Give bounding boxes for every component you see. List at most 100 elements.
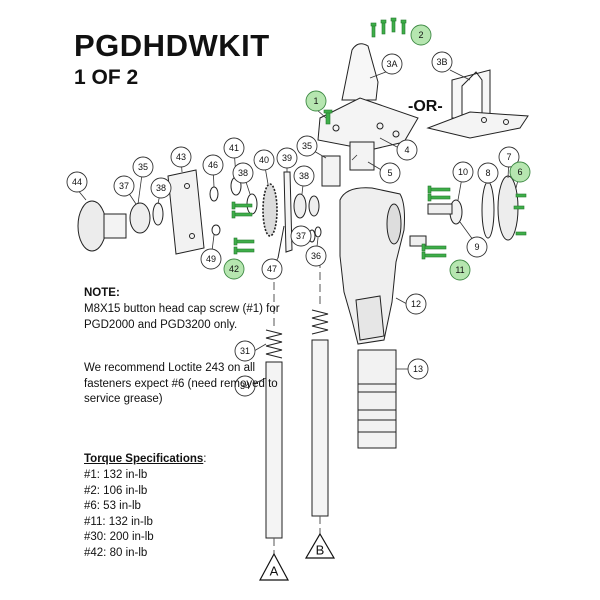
callout-label-9: 9 xyxy=(474,242,479,252)
callout-13 xyxy=(407,358,429,380)
collar-5 xyxy=(349,141,375,171)
torque-heading-colon: : xyxy=(203,453,207,465)
callout-38-left xyxy=(150,177,172,199)
callout-label-5: 5 xyxy=(387,168,392,178)
callout-3b xyxy=(431,51,453,73)
callout-1 xyxy=(305,90,327,112)
knob-44 xyxy=(77,200,107,252)
note-text-1: M8X15 button head cap screw (#1) for PGD… xyxy=(84,303,280,331)
callout-2 xyxy=(410,24,432,46)
callout-label-10: 10 xyxy=(458,167,468,177)
page-title: PGDHDWKIT xyxy=(74,28,270,63)
callout-label-2: 2 xyxy=(418,30,423,40)
callout-label-13: 13 xyxy=(413,364,423,374)
callout-35-left xyxy=(132,156,154,178)
callout-49 xyxy=(200,248,222,270)
spring-b xyxy=(311,309,329,335)
section-marker-b: B xyxy=(316,543,325,558)
callout-4 xyxy=(396,139,418,161)
callout-label-8: 8 xyxy=(485,168,490,178)
torque-heading-text: Torque Specifications xyxy=(84,453,204,465)
callout-label-47: 47 xyxy=(267,264,277,274)
torque-item: #2: 106 in-lb xyxy=(84,484,148,497)
callout-label-7: 7 xyxy=(506,152,511,162)
callout-label-36: 36 xyxy=(311,251,321,261)
hub-37-left xyxy=(129,202,151,234)
callout-label-40: 40 xyxy=(259,155,269,165)
callout-label-11: 11 xyxy=(455,265,464,275)
callout-label-4: 4 xyxy=(404,145,409,155)
callout-label-3a: 3A xyxy=(386,59,397,69)
washer-38-left xyxy=(152,202,164,226)
section-marker-a-shape xyxy=(258,552,290,581)
callout-47 xyxy=(261,258,283,280)
tube-b xyxy=(311,339,329,517)
bracket-3a xyxy=(341,43,379,101)
callout-label-34: 34 xyxy=(240,381,250,391)
callout-circles xyxy=(66,51,520,397)
callout-37-left xyxy=(113,175,135,197)
callout-39 xyxy=(276,147,298,169)
callout-38-right xyxy=(293,165,315,187)
spring-31 xyxy=(265,329,283,359)
callout-label-49: 49 xyxy=(206,254,216,264)
lever-39 xyxy=(283,171,293,253)
callout-label-37-left: 37 xyxy=(119,181,129,191)
callout-label-38-right: 38 xyxy=(299,171,309,181)
pin-9 xyxy=(427,203,453,215)
callout-7 xyxy=(498,146,520,168)
torque-item: #6: 53 in-lb xyxy=(84,500,141,512)
callout-label-46: 46 xyxy=(208,160,218,170)
callout-label-1: 1 xyxy=(313,96,318,106)
cylinder-13 xyxy=(357,349,397,449)
callout-3a xyxy=(381,53,403,75)
callout-34 xyxy=(234,375,256,397)
plate-43 xyxy=(167,169,205,255)
bearing-38-right xyxy=(293,193,307,219)
callout-label-37-right: 37 xyxy=(296,231,306,241)
note-heading: NOTE: xyxy=(84,287,120,299)
callout-label-38-mid: 38 xyxy=(238,168,248,178)
bracket-3b-plate xyxy=(426,111,529,139)
or-label: -OR- xyxy=(408,98,443,115)
callout-31 xyxy=(234,340,256,362)
callout-11 xyxy=(449,259,471,281)
torque-heading: Torque Specifications: xyxy=(84,452,206,468)
callout-label-44: 44 xyxy=(72,177,82,187)
callout-41 xyxy=(223,137,245,159)
pin-46 xyxy=(209,186,219,202)
callout-label-12: 12 xyxy=(411,299,421,309)
callout-label-35-right: 35 xyxy=(302,141,312,151)
callout-label-3b: 3B xyxy=(436,57,447,67)
disc-8 xyxy=(481,181,495,239)
callout-44 xyxy=(66,171,88,193)
callout-37-right xyxy=(290,225,312,247)
callout-9 xyxy=(466,236,488,258)
callout-label-35-left: 35 xyxy=(138,162,148,172)
torque-list: #1: 132 in-lb #2: 106 in-lb #6: 53 in-lb… xyxy=(84,468,154,561)
callout-40 xyxy=(253,149,275,171)
gear-40 xyxy=(262,183,278,237)
ring-36 xyxy=(314,226,322,238)
note-text-2: We recommend Loctite 243 on all fastener… xyxy=(84,362,278,405)
arm-47 xyxy=(277,225,285,259)
callout-label-6: 6 xyxy=(517,167,522,177)
callout-label-38-left: 38 xyxy=(156,183,166,193)
callout-10 xyxy=(452,161,474,183)
torque-item: #11: 132 in-lb xyxy=(84,515,153,528)
callout-43 xyxy=(170,146,192,168)
callout-35-right xyxy=(296,135,318,157)
callout-label-39: 39 xyxy=(282,153,292,163)
pin-49 xyxy=(211,224,221,236)
page-subtitle: 1 OF 2 xyxy=(74,66,139,89)
section-marker-b-shape xyxy=(304,532,336,559)
callout-label-31: 31 xyxy=(240,346,250,356)
callout-label-41: 41 xyxy=(229,143,239,153)
section-marker-a: A xyxy=(270,564,279,579)
torque-item: #1: 132 in-lb xyxy=(84,469,148,481)
callout-5 xyxy=(379,162,401,184)
callout-6 xyxy=(509,161,531,183)
callout-label-43: 43 xyxy=(176,152,186,162)
callout-36 xyxy=(305,245,327,267)
